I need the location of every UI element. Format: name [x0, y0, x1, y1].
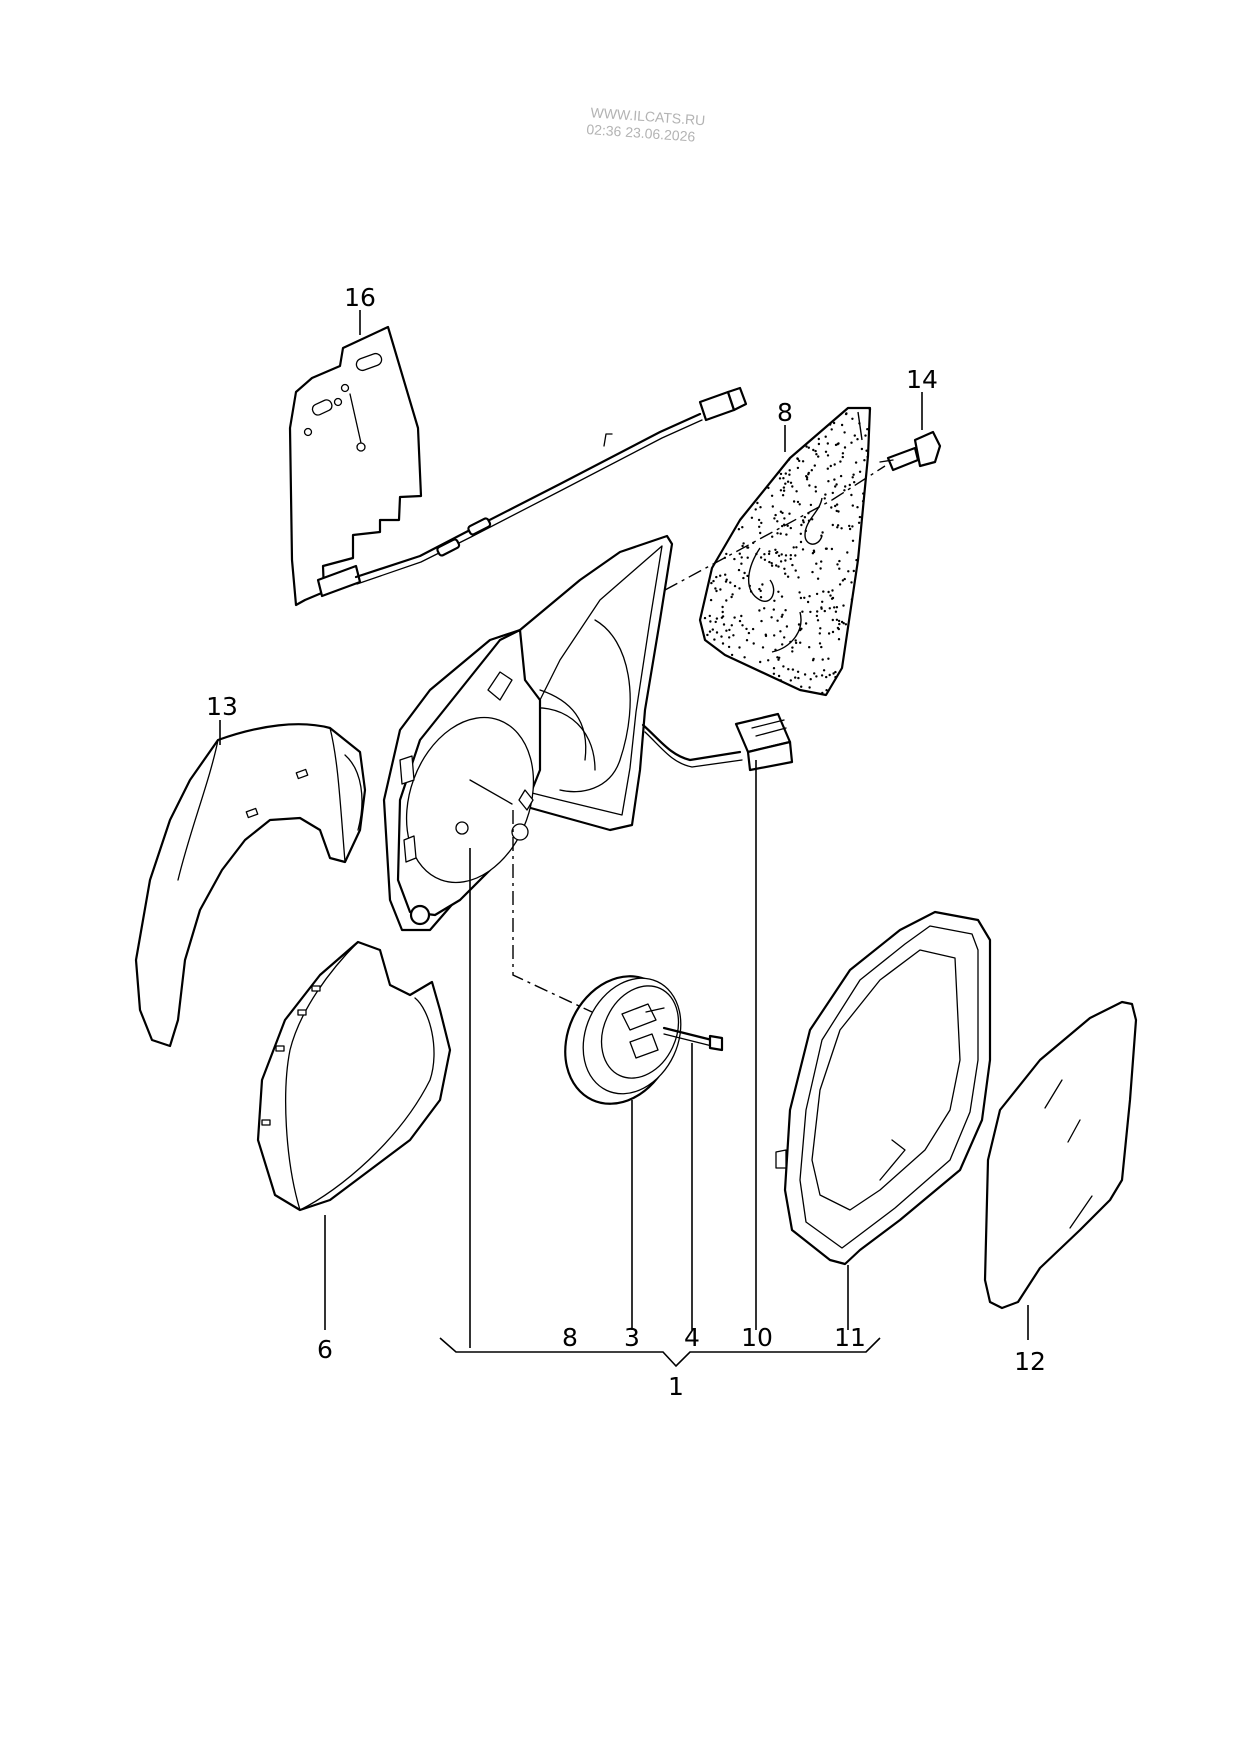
part-3-adjustment-motor[interactable]	[545, 958, 699, 1122]
watermark-timestamp: 02:36 23.06.2026	[586, 121, 696, 145]
callout-8-top: 8	[777, 398, 793, 427]
callout-8-bottom: 8	[562, 1323, 578, 1352]
centerline-pad-to-screw	[831, 465, 886, 501]
callout-labels: 16 14 8 13 6 8 3 4 10 11 12 1	[206, 283, 1046, 1401]
watermark: WWW.ILCATS.RU 02:36 23.06.2026	[586, 104, 706, 145]
callout-6: 6	[317, 1335, 333, 1364]
callout-10: 10	[741, 1323, 773, 1352]
part-12-mirror-glass[interactable]	[983, 1000, 1138, 1310]
mirror-base-housing[interactable]	[382, 534, 794, 932]
part-4-screw[interactable]	[662, 1026, 724, 1052]
callout-1: 1	[668, 1372, 684, 1401]
callout-12: 12	[1014, 1347, 1046, 1376]
callout-13: 13	[206, 692, 238, 721]
centerline-base-to-motor	[512, 810, 593, 1013]
part-6-lower-cover[interactable]	[256, 940, 452, 1212]
part-8-adhesive-pad[interactable]	[698, 406, 872, 697]
watermark-site: WWW.ILCATS.RU	[590, 104, 706, 128]
part-14-screw[interactable]	[879, 430, 942, 472]
part-11-glass-carrier[interactable]	[775, 910, 992, 1266]
centerline-pad-to-base	[664, 499, 833, 591]
callout-16: 16	[344, 283, 376, 312]
leader-lines	[219, 310, 1029, 1368]
callout-3: 3	[624, 1323, 640, 1352]
part-16-heater-harness[interactable]	[288, 325, 748, 607]
part-13-cover-cap[interactable]	[134, 723, 367, 1048]
foam-texture	[703, 408, 872, 695]
callout-11: 11	[834, 1323, 866, 1352]
callout-14: 14	[906, 365, 938, 394]
callout-4: 4	[684, 1323, 700, 1352]
